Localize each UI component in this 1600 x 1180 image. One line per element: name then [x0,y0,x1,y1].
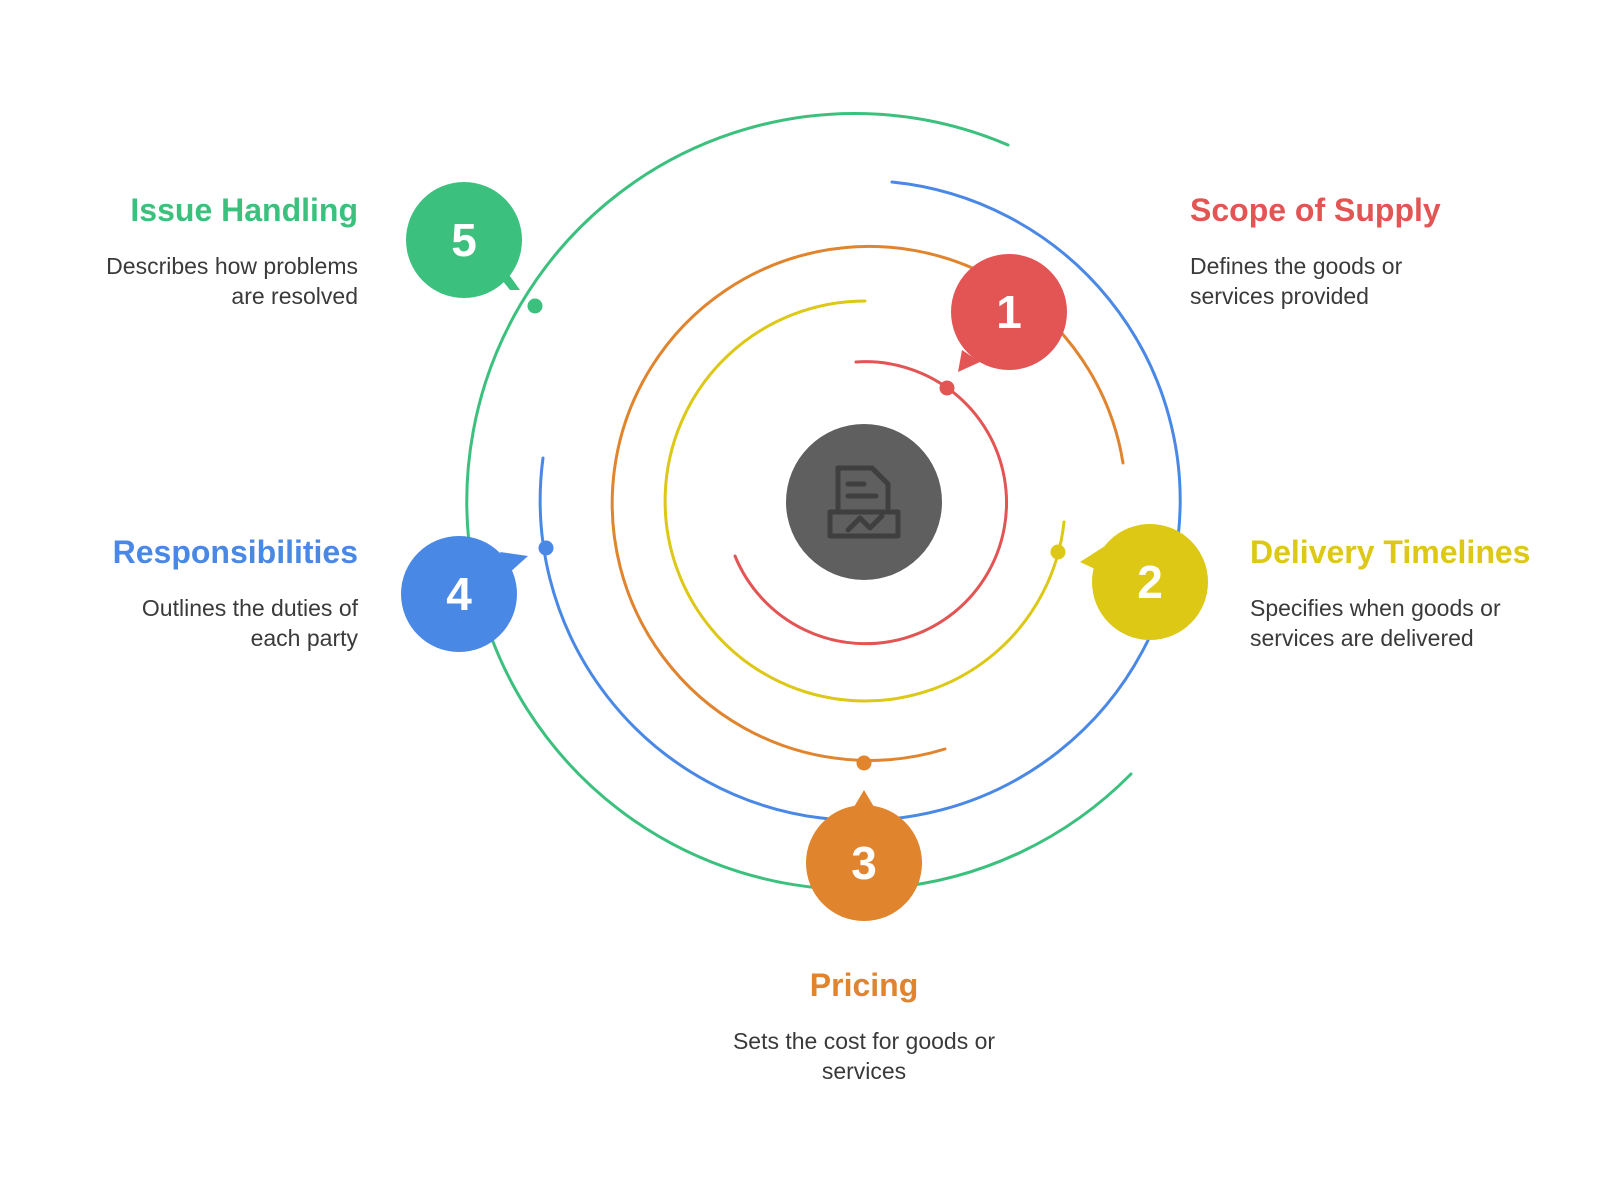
step-badge-5 [406,182,522,298]
ring-dot-green [527,298,543,314]
step-title-issue-handling: Issue Handling [130,192,358,228]
step-number-5: 5 [451,214,477,266]
badge-circle [401,536,517,652]
step-number-2: 2 [1137,556,1163,608]
step-description-scope-of-supply: Defines the goods or services provided [1190,253,1403,309]
step-description-issue-handling: Describes how problems are resolved [106,253,358,309]
badge-pointer [958,350,980,372]
step-title-delivery-timelines: Delivery Timelines [1250,534,1531,570]
ring-arc-yellow [663,299,1066,703]
step-description-pricing: Sets the cost for goods or services [732,1028,996,1084]
badge-circle [1092,524,1208,640]
step-badge-4 [401,536,528,652]
ring-dot-blue [538,540,554,556]
step-badge-2 [1080,524,1208,640]
step-number-3: 3 [851,837,877,889]
contract-handshake-icon [827,465,901,539]
step-title-responsibilities: Responsibilities [112,534,358,570]
step-description-delivery-timelines: Specifies when goods or services are del… [1250,595,1501,651]
step-number-1: 1 [996,286,1022,338]
ring-dot-yellow [1050,544,1066,560]
center-circle [786,424,942,580]
ring-arc-blue [538,180,1182,822]
step-title-pricing: Pricing [809,967,919,1003]
ring-dot-red [939,380,955,396]
step-badge-1 [951,254,1067,372]
step-number-4: 4 [446,568,472,620]
step-description-responsibilities: Outlines the duties of each party [141,595,358,651]
badge-circle [806,805,922,921]
step-badge-3 [806,790,922,921]
badge-circle [406,182,522,298]
ring-dot-orange [856,755,872,771]
badge-circle [951,254,1067,370]
step-title-scope-of-supply: Scope of Supply [1190,192,1441,228]
